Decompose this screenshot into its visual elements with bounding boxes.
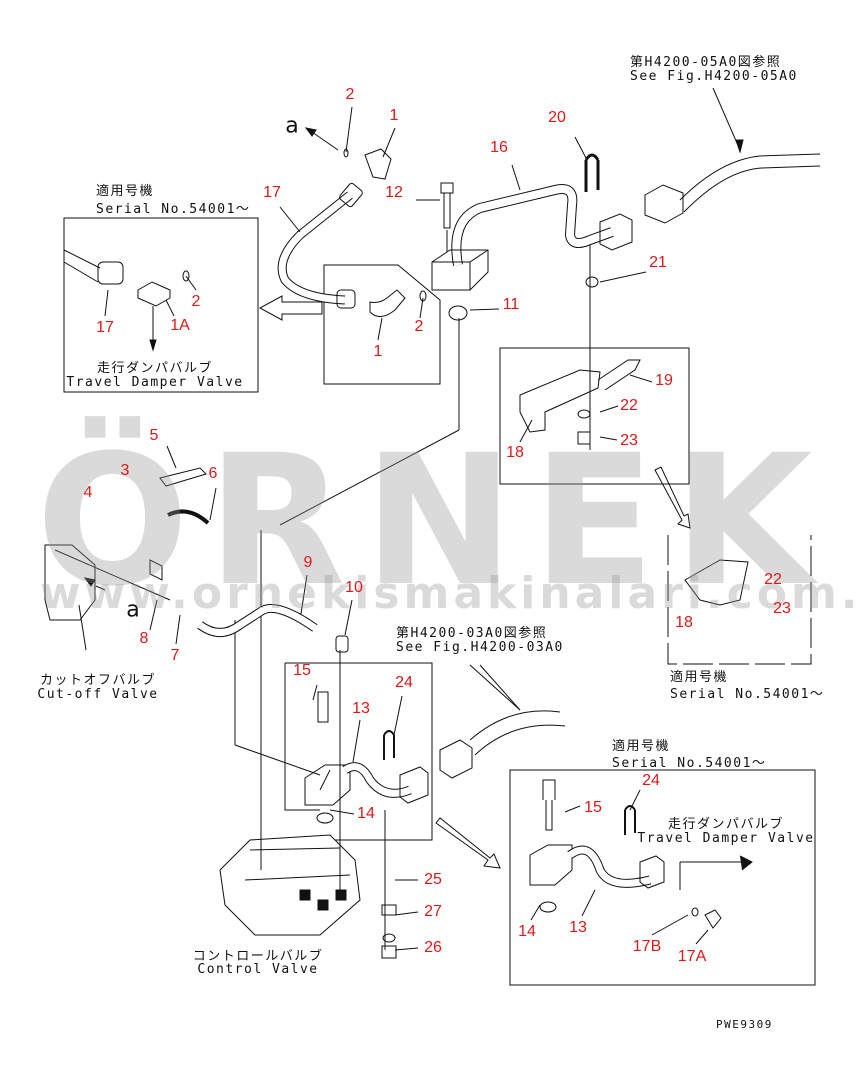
cutoff-en: Cut-off Valve bbox=[37, 687, 159, 702]
callout: 18 bbox=[506, 444, 524, 461]
callout: 24 bbox=[642, 772, 660, 789]
callout: 2 bbox=[191, 293, 201, 310]
callout: 15 bbox=[293, 662, 311, 679]
detail-box-bracket bbox=[499, 347, 690, 485]
damper-1-en: Travel Damper Valve bbox=[66, 375, 244, 390]
callout: 24 bbox=[395, 674, 413, 691]
serial-2-jp: 適用号機 bbox=[670, 670, 729, 685]
callout: 1 bbox=[389, 107, 399, 124]
detail-box-damper-bottom bbox=[509, 769, 816, 986]
callout: 17 bbox=[96, 319, 114, 336]
callout: 11 bbox=[502, 296, 520, 313]
callout: 2 bbox=[345, 86, 355, 103]
callout: 27 bbox=[424, 903, 442, 920]
callout: 18 bbox=[675, 614, 693, 631]
detail-box-block bbox=[284, 662, 433, 841]
callout: 25 bbox=[424, 871, 442, 888]
control-valve bbox=[219, 834, 361, 936]
detail-box-bracket-alt bbox=[667, 535, 812, 665]
callout: 8 bbox=[139, 630, 149, 647]
damper-1-jp: 走行ダンパバルブ bbox=[96, 361, 214, 376]
callout: 12 bbox=[385, 184, 403, 201]
ref-05-en: See Fig.H4200-05A0 bbox=[630, 69, 798, 84]
callout: 3 bbox=[120, 462, 130, 479]
ref-03-en: See Fig.H4200-03A0 bbox=[396, 640, 564, 655]
callout: 16 bbox=[490, 139, 508, 156]
serial-3-jp: 適用号機 bbox=[612, 739, 671, 754]
control-valve-jp: コントロールバルブ bbox=[192, 949, 324, 964]
callout: 9 bbox=[303, 554, 313, 571]
callout: 22 bbox=[764, 571, 782, 588]
view-label-a: a bbox=[285, 113, 299, 139]
pipe-16 bbox=[451, 184, 614, 266]
callout: 21 bbox=[649, 254, 667, 271]
cutoff-jp: カットオフバルブ bbox=[39, 673, 157, 688]
callout: 13 bbox=[569, 919, 587, 936]
callout: 15 bbox=[584, 799, 602, 816]
callout: 26 bbox=[424, 939, 442, 956]
serial-3-en: Serial No.54001〜 bbox=[612, 756, 767, 771]
callout: 20 bbox=[548, 109, 566, 126]
leader-lines bbox=[54, 106, 750, 951]
callout: 10 bbox=[345, 579, 363, 596]
damper-2-en: Travel Damper Valve bbox=[637, 831, 815, 846]
split-block bbox=[431, 249, 489, 291]
serial-1-en: Serial No.54001〜 bbox=[96, 202, 251, 217]
callout: 6 bbox=[208, 465, 218, 482]
callout: 13 bbox=[352, 700, 370, 717]
callout: 17 bbox=[263, 184, 281, 201]
serial-2-en: Serial No.54001〜 bbox=[670, 687, 825, 702]
callout: 4 bbox=[83, 484, 93, 501]
callout: 19 bbox=[655, 372, 673, 389]
arrow-diag-icon bbox=[654, 466, 691, 529]
view-label-a: a bbox=[126, 597, 140, 623]
callout: 14 bbox=[357, 805, 375, 822]
callout: 23 bbox=[620, 432, 638, 449]
drawing-number: PWE9309 bbox=[716, 1018, 773, 1031]
callout: 23 bbox=[773, 600, 791, 617]
callout: 2 bbox=[414, 318, 424, 335]
damper-2-jp: 走行ダンパバルブ bbox=[667, 817, 785, 832]
callout: 1 bbox=[373, 343, 383, 360]
callout: 5 bbox=[149, 427, 159, 444]
ref-05-jp: 第H4200-05A0図参照 bbox=[630, 55, 782, 70]
detail-box-fitting bbox=[323, 264, 441, 385]
callout: 1A bbox=[170, 317, 190, 334]
control-valve-en: Control Valve bbox=[197, 962, 319, 977]
callout: 17A bbox=[677, 948, 707, 965]
arrow-diag2-icon bbox=[435, 817, 501, 869]
serial-1-jp: 適用号機 bbox=[96, 184, 155, 199]
callout: 14 bbox=[518, 923, 536, 940]
arrow-left-icon bbox=[258, 295, 323, 321]
ref-03-jp: 第H4200-03A0図参照 bbox=[396, 626, 548, 641]
cutoff-valve bbox=[44, 544, 96, 621]
callout: 7 bbox=[170, 647, 180, 664]
callout: 22 bbox=[620, 397, 638, 414]
detail-box-damper-top bbox=[63, 217, 259, 393]
callout: 17B bbox=[632, 938, 662, 955]
